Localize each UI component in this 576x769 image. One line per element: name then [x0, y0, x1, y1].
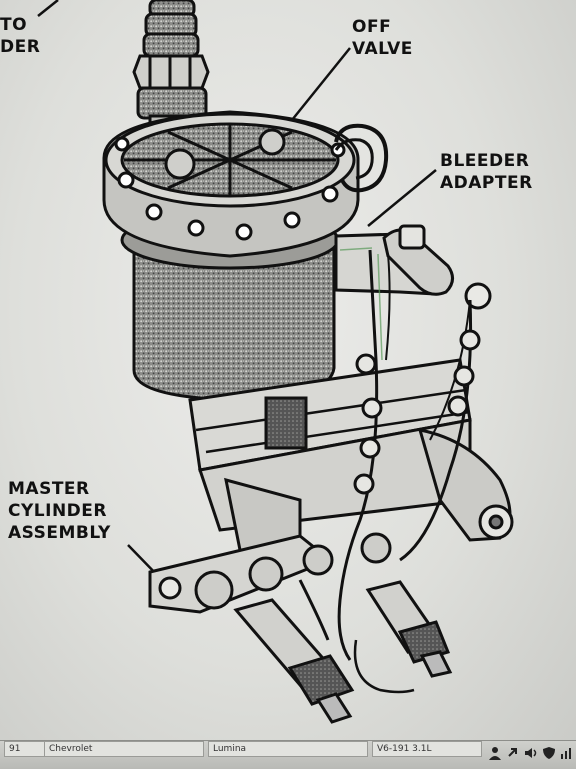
- shutoff-valve-handle: [334, 123, 389, 193]
- bleeder-reservoir: [102, 110, 360, 402]
- brake-bleeder-diagram: [37, 0, 514, 724]
- user-icon[interactable]: [488, 746, 502, 760]
- bleeder-hoses: [298, 249, 481, 694]
- callout-master-cylinder-assembly: MASTER CYLINDER ASSEMBLY: [8, 479, 111, 543]
- bleeder-adapter: [334, 224, 492, 310]
- arrow-icon[interactable]: [506, 746, 520, 760]
- bleeder-hose-tint: [339, 247, 383, 361]
- status-engine: V6-191 3.1L: [372, 741, 482, 757]
- callout-off-valve: OFF VALVE: [352, 17, 413, 59]
- leader-lines: [37, 0, 437, 579]
- callout-to-cylinder: TO DER: [0, 15, 41, 57]
- status-make: Chevrolet: [44, 741, 204, 757]
- callout-bleeder-adapter: BLEEDER ADAPTER: [440, 151, 533, 193]
- status-page-number: 91: [4, 741, 46, 757]
- speaker-icon[interactable]: [524, 746, 538, 760]
- shield-icon[interactable]: [542, 746, 556, 760]
- status-model: Lumina: [208, 741, 368, 757]
- status-bar: 91 Chevrolet Lumina V6-191 3.1L: [0, 740, 576, 769]
- network-icon[interactable]: [560, 746, 572, 760]
